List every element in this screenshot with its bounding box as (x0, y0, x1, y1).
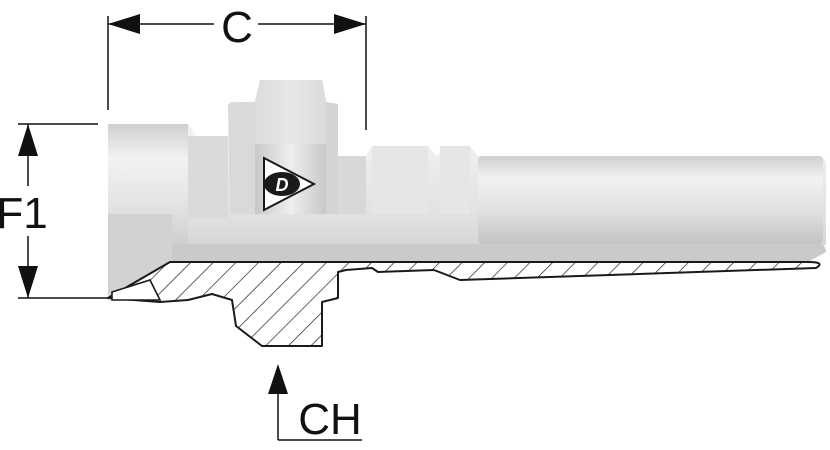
cross-section-hatch (107, 261, 821, 347)
dimension-f1-label: F1 (0, 189, 48, 238)
rear-collar (338, 156, 366, 214)
dimension-ch: CH (268, 364, 362, 444)
dimension-c-label: C (221, 3, 253, 52)
seal-seat (111, 279, 162, 301)
dunlop-logo: D (263, 156, 317, 212)
fitting-exterior-view: D (108, 80, 826, 300)
ferrule-ring-2 (440, 146, 470, 214)
hex-shoulder-right (326, 102, 338, 214)
hex-shoulder-left (228, 102, 255, 214)
dimension-c: C (107, 3, 367, 130)
dimension-f1: F1 (0, 123, 108, 299)
hex-nut-flat (255, 80, 326, 144)
ferrule-ring-1 (372, 146, 428, 214)
dunlop-logo-letter: D (276, 175, 289, 195)
nut-bore (108, 214, 172, 298)
hose-tail (478, 156, 823, 244)
nut-groove (188, 136, 228, 218)
dimension-ch-label: CH (298, 395, 362, 444)
bore-surface (170, 244, 826, 262)
